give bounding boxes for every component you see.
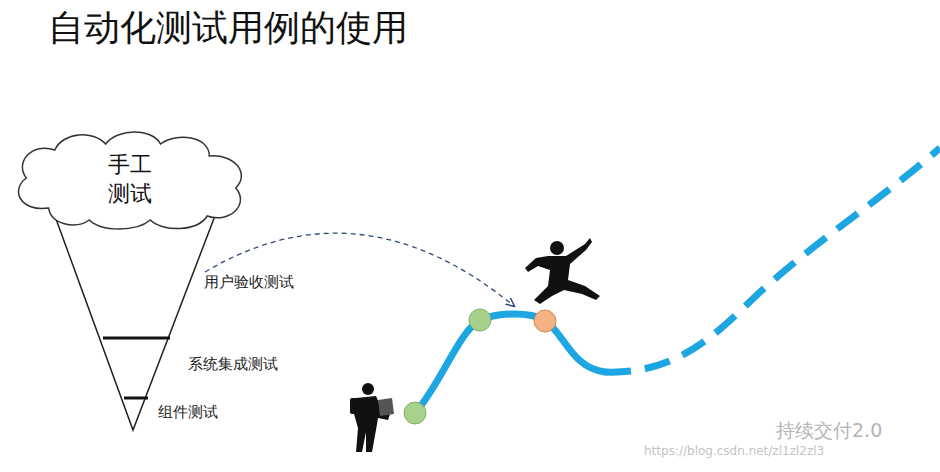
integration-test-band: 系统集成测试 — [188, 355, 278, 374]
funnel-divider — [124, 397, 148, 400]
watermark: 持续交付2.0 — [776, 418, 882, 444]
acceptance-test-band: 用户验收测试 — [204, 273, 294, 292]
node-label: 组件测试 — [158, 403, 218, 422]
diagram-title: 自动化测试用例的使用 — [48, 4, 408, 53]
funnel-divider — [103, 337, 170, 340]
milestone-dot — [534, 310, 556, 332]
dashed-arrow — [205, 233, 514, 306]
cloud-outline — [8, 128, 252, 232]
component-test-band: 组件测试 — [158, 403, 218, 422]
future-path — [605, 148, 940, 372]
node-label: 手工 测试 — [102, 151, 158, 208]
test-funnel — [52, 208, 218, 430]
progress-path — [415, 314, 605, 413]
milestone-dot — [404, 402, 426, 424]
manual-test-cloud: 手工 测试 — [8, 128, 252, 232]
watermark-url: https://blog.csdn.net/zl1zl2zl3 — [644, 444, 824, 458]
hiker-figure — [350, 383, 394, 452]
node-label: 系统集成测试 — [188, 355, 278, 374]
milestone-dot — [469, 309, 491, 331]
node-label: 用户验收测试 — [204, 273, 294, 292]
jumping-figure — [525, 238, 600, 304]
